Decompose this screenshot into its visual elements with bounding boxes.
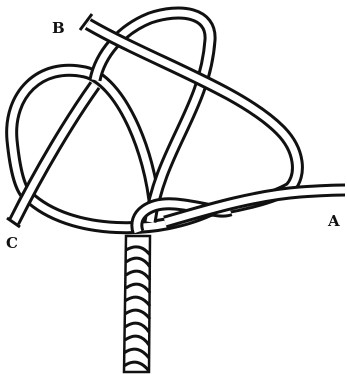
label-b: B — [52, 19, 65, 37]
rope-right-bight — [95, 13, 210, 222]
standing-rope — [124, 236, 150, 372]
label-c: C — [6, 234, 18, 252]
label-a: A — [327, 212, 340, 230]
